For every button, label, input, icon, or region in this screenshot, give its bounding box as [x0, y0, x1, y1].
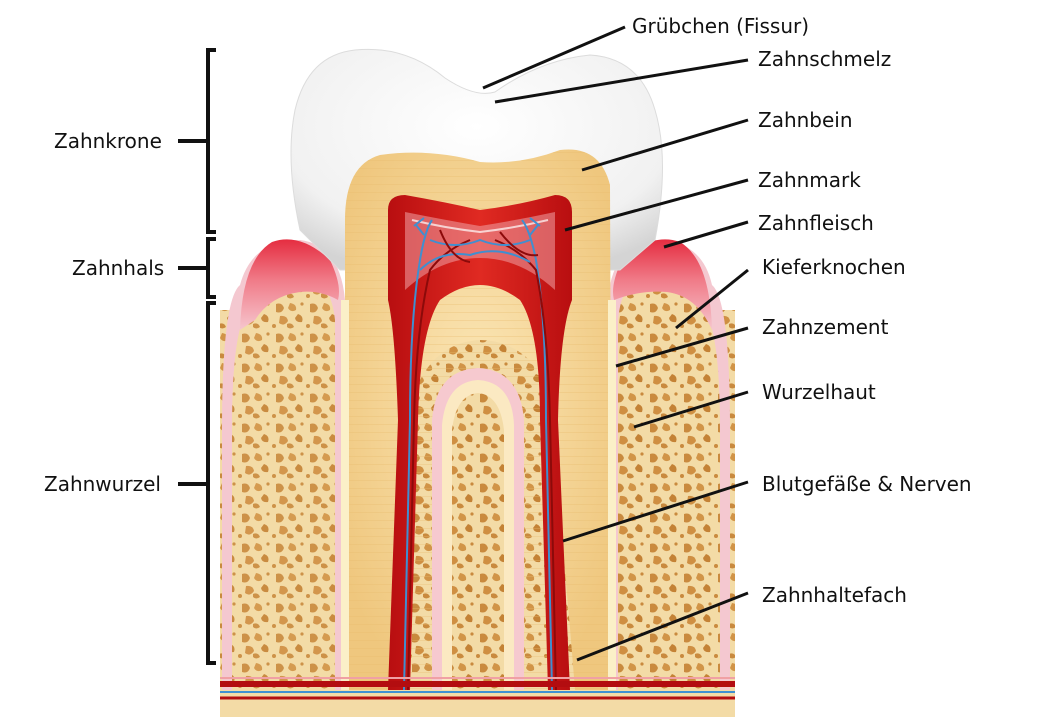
label-neck: Zahnhals [72, 256, 165, 280]
leader-jawbone [675, 268, 749, 330]
label-fissure: Grübchen (Fissur) [632, 14, 810, 38]
label-pulp: Zahnmark [758, 168, 861, 192]
label-dentin: Zahnbein [758, 108, 853, 132]
label-root: Zahnwurzel [44, 472, 161, 496]
gum-left [222, 239, 345, 690]
label-gum: Zahnfleisch [758, 211, 874, 235]
blood-vessels-and-nerves [220, 217, 735, 700]
inter-root-bone [432, 368, 524, 690]
leader-enamel [494, 58, 749, 104]
label-crown: Zahnkrone [54, 129, 162, 153]
leader-lines [482, 25, 749, 662]
pulp [388, 195, 572, 690]
bracket-neck [178, 237, 216, 299]
section-brackets [178, 48, 216, 665]
leader-socket [576, 591, 749, 662]
leader-gum [663, 220, 749, 249]
label-cementum: Zahnzement [762, 315, 889, 339]
leader-pulp [564, 178, 749, 232]
label-socket: Zahnhaltefach [762, 583, 907, 607]
bracket-root [178, 301, 216, 665]
label-enamel: Zahnschmelz [758, 47, 892, 71]
leader-vessels [562, 480, 749, 543]
gum-right [608, 239, 730, 690]
leader-dentin [581, 118, 749, 172]
leader-periodontium [633, 390, 749, 429]
cementum [341, 300, 616, 690]
label-periodontium: Wurzelhaut [762, 380, 876, 404]
label-vessels: Blutgefäße & Nerven [762, 472, 972, 496]
leader-cementum [615, 326, 749, 368]
leader-fissure [482, 25, 626, 90]
bracket-crown [178, 48, 216, 234]
label-jawbone: Kieferknochen [762, 255, 906, 279]
